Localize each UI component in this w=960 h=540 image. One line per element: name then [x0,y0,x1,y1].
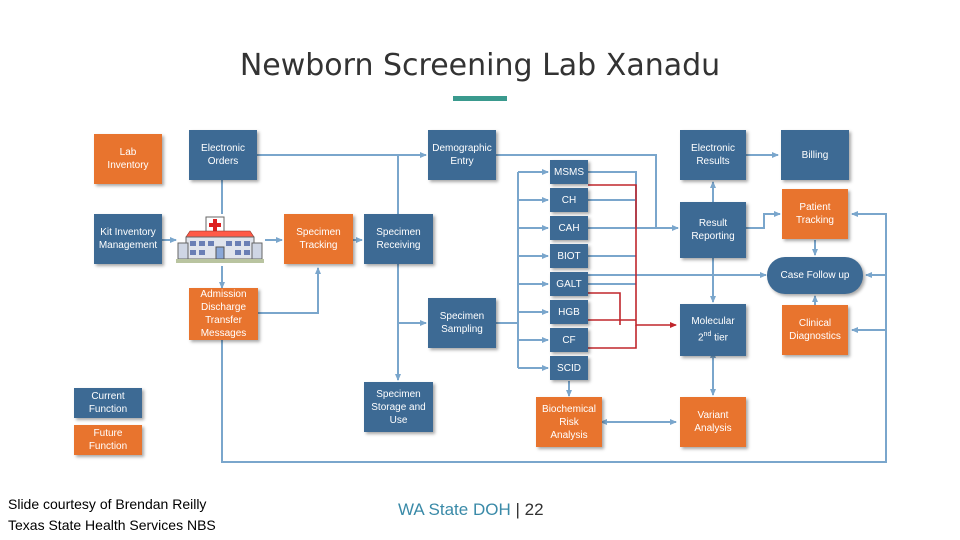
box-billing: Billing [781,130,849,180]
box-case-follow-up: Case Follow up [767,257,863,294]
slide-credit: Slide courtesy of Brendan Reilly Texas S… [8,494,216,536]
box-molecular-tier: Molecular 2nd tier [680,304,746,356]
box-patient-tracking: Patient Tracking [782,189,848,239]
legend-future-function: Future Function [74,425,142,455]
footer-org: WA State DOH [398,500,511,519]
credit-line-2: Texas State Health Services NBS [8,517,216,533]
test-scid: SCID [550,356,588,380]
box-result-reporting: Result Reporting [680,202,746,258]
test-cah: CAH [550,216,588,240]
molecular-label: Molecular [691,316,735,328]
footer-separator: | [510,500,525,519]
test-ch: CH [550,188,588,212]
box-electronic-results: Electronic Results [680,130,746,180]
test-hgb: HGB [550,300,588,324]
test-biot: BIOT [550,244,588,268]
slide-title: Newborn Screening Lab Xanadu [239,48,721,83]
box-specimen-receiving: Specimen Receiving [364,214,433,264]
molecular-tier-number: 2 [697,332,704,344]
box-electronic-orders: Electronic Orders [189,130,257,180]
box-demographic-entry: Demographic Entry [428,130,496,180]
box-clinical-diagnostics: Clinical Diagnostics [782,305,848,355]
test-galt: GALT [550,272,588,296]
box-variant-analysis: Variant Analysis [680,397,746,447]
molecular-tier-ordinal: nd [703,331,712,339]
molecular-tier-label: 2nd tier [698,328,728,344]
line-reporting-to-patient [746,211,781,229]
credit-line-1: Slide courtesy of Brendan Reilly [8,496,207,512]
box-specimen-tracking: Specimen Tracking [284,214,353,264]
molecular-tier-word: tier [711,332,729,344]
title-accent-bar [453,96,507,101]
test-msms: MSMS [550,160,588,184]
legend-current-function: Current Function [74,388,142,418]
box-lab-inventory: Lab Inventory [94,134,162,184]
box-biochemical-risk: Biochemical Risk Analysis [536,397,602,447]
line-right-loop [221,211,887,463]
hospital-icon [176,216,264,263]
line-adt-to-receiving [258,267,321,314]
test-cf: CF [550,328,588,352]
box-specimen-sampling: Specimen Sampling [428,298,496,348]
box-kit-inventory: Kit Inventory Management [94,214,162,264]
box-adt-messages: Admission Discharge Transfer Messages [189,288,258,340]
slide-footer: WA State DOH | 22 [398,500,544,520]
box-specimen-storage: Specimen Storage and Use [364,382,433,432]
page-number: 22 [524,500,544,519]
red-line-msms [588,184,677,328]
